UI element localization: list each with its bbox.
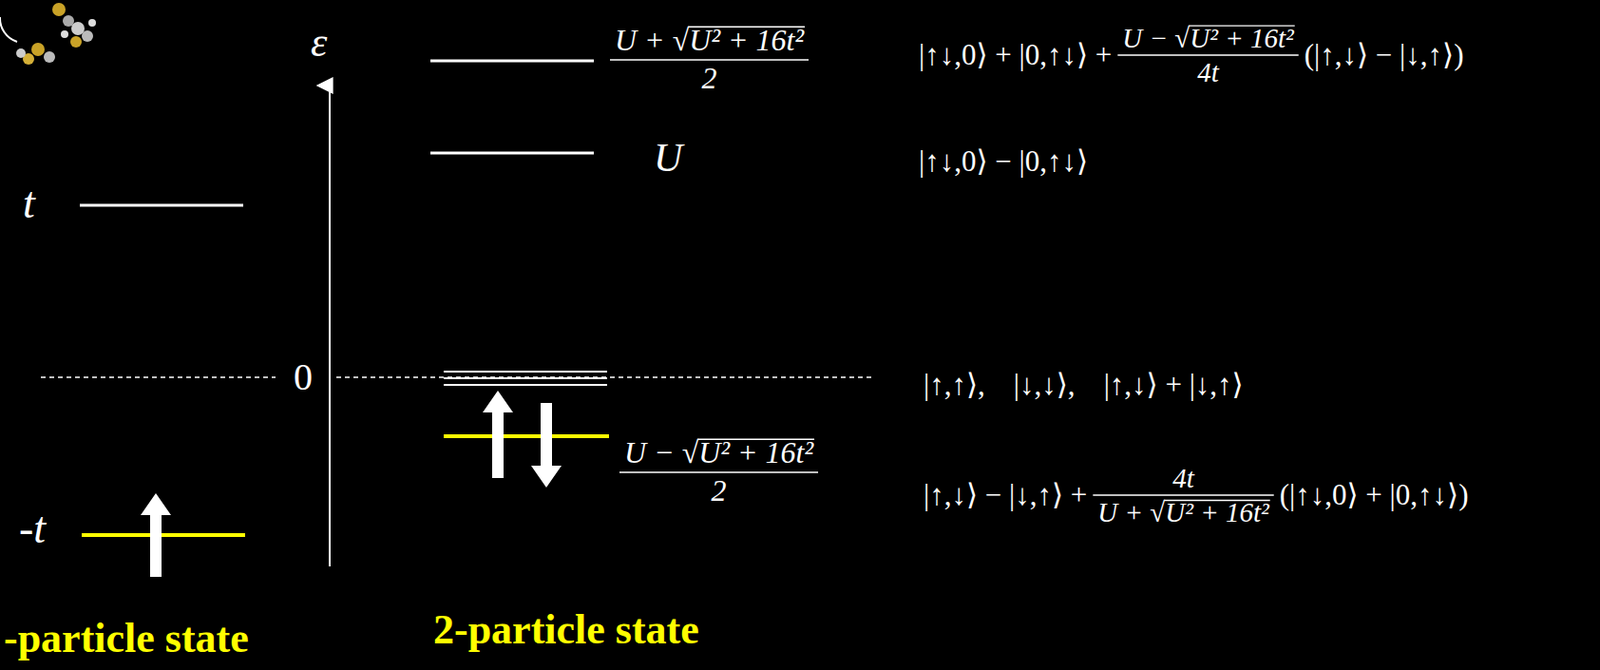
math-label: 4t: [1172, 463, 1195, 493]
state-caption: 2-particle state: [433, 608, 700, 652]
energy-axis: [328, 85, 331, 567]
triplet-level-line: [443, 370, 608, 373]
math-label: 0: [293, 357, 313, 398]
math-label: t: [22, 180, 36, 227]
math-label: |↓,↓⟩,: [1013, 369, 1076, 401]
ground-level-line: [81, 533, 246, 537]
math-label: 2: [702, 62, 718, 96]
math-label: U + √U² + 16t²: [1097, 497, 1269, 527]
math-label: U − √U² + 16t²: [624, 437, 814, 470]
molecule-picture: [0, 2, 96, 65]
fraction-bar: [1092, 494, 1274, 496]
math-label: |↑,↓⟩ − |↓,↑⟩ +: [923, 479, 1087, 512]
math-label: |↑↓,0⟩ + |0,↑↓⟩ +: [918, 39, 1112, 72]
fraction-bar: [609, 58, 809, 61]
math-label: U: [653, 136, 683, 179]
spin-up-arrow: [482, 390, 514, 478]
fraction-bar: [619, 471, 819, 474]
spin-up-arrow: [140, 493, 172, 577]
triplet-level-line: [443, 383, 608, 386]
ground-level-line: [443, 434, 610, 439]
math-label: ε: [310, 20, 327, 65]
math-label: (|↑↓,0⟩ + |0,↑↓⟩): [1279, 479, 1469, 512]
math-label: |↑↓,0⟩ − |0,↑↓⟩: [918, 146, 1088, 178]
math-label: U + √U² + 16t²: [614, 24, 804, 58]
fraction-bar: [1117, 54, 1298, 57]
math-label: -t: [19, 505, 46, 552]
math-label: 2: [711, 475, 727, 508]
level-line: [430, 152, 594, 155]
zero-dashed-line: [336, 376, 873, 379]
math-label: |↑,↑⟩,: [923, 369, 986, 401]
math-label: |↑,↓⟩ + |↓,↑⟩: [1104, 369, 1244, 401]
spin-down-arrow: [531, 402, 562, 488]
triplet-level-line: [443, 377, 608, 380]
math-label: 4t: [1197, 57, 1220, 87]
zero-dashed-line: [40, 376, 276, 379]
state-caption: -particle state: [3, 616, 249, 661]
level-line: [430, 59, 594, 63]
math-label: (|↑,↓⟩ − |↓,↑⟩): [1304, 39, 1465, 72]
level-line: [79, 204, 244, 208]
math-label: U − √U² + 16t²: [1122, 23, 1294, 53]
